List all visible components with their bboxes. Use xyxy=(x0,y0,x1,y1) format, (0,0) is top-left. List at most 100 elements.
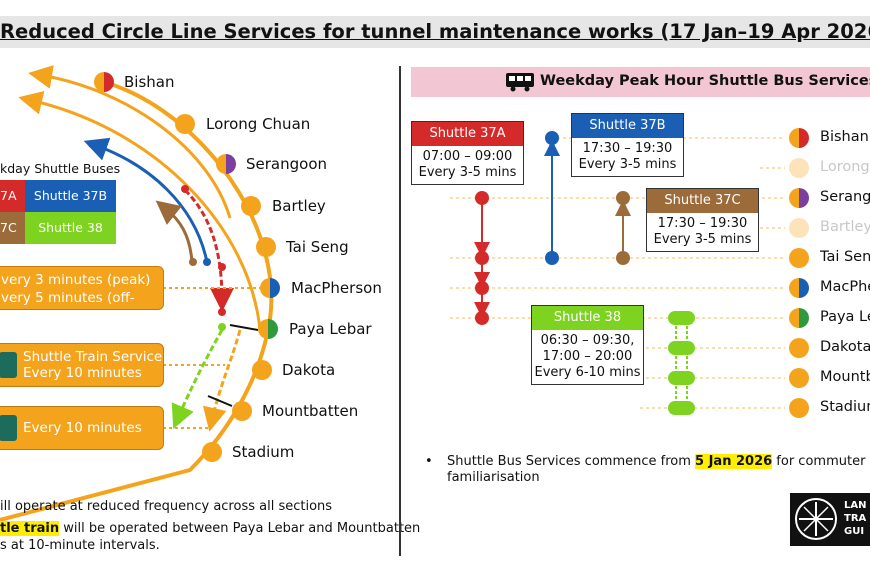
s37b-name: Shuttle 37B xyxy=(572,114,683,138)
note-familiarisation: familiarisation xyxy=(447,470,540,485)
r-stadium-marker xyxy=(789,398,809,418)
shuttle-train-path xyxy=(202,329,242,432)
s37a-stop-taiseng xyxy=(475,251,489,265)
r-taiseng-marker xyxy=(789,248,809,268)
s37b-freq: Every 3-5 mins xyxy=(578,157,677,172)
shuttle-37b-card: Shuttle 37B 17:30 – 19:30 Every 3-5 mins xyxy=(571,113,684,177)
s37b-stop-taiseng xyxy=(545,251,559,265)
r-label-payalebar: Paya Le xyxy=(820,309,870,325)
left-network-diagram xyxy=(0,65,280,522)
legend-37b: Shuttle 37B xyxy=(25,180,116,212)
s38-time2: 17:00 – 20:00 xyxy=(542,349,633,364)
mountbatten-station-marker xyxy=(232,401,252,421)
serangoon-station-marker xyxy=(216,154,236,174)
r-bartley-marker xyxy=(789,218,809,238)
s37c-stop-taiseng xyxy=(616,251,630,265)
r-mountbatten-marker xyxy=(789,368,809,388)
note-highlight: tle train xyxy=(0,521,60,536)
note-reduced-frequency: ill operate at reduced frequency across … xyxy=(0,499,333,514)
note-bullet: • xyxy=(425,454,433,469)
freq-peak: very 3 minutes (peak) xyxy=(1,272,151,288)
r-label-stadium: Stadium xyxy=(820,399,870,415)
s37a-stop-bishan xyxy=(475,191,489,205)
logo-emblem-icon xyxy=(795,498,837,540)
s37c-freq: Every 3-5 mins xyxy=(653,232,752,247)
r-bishan-marker xyxy=(789,128,809,148)
station-label-lorong-chuan: Lorong Chuan xyxy=(206,115,311,133)
s37a-freq: Every 3-5 mins xyxy=(418,165,517,180)
station-label-dakota: Dakota xyxy=(282,361,336,379)
station-label-bishan: Bishan xyxy=(124,73,175,91)
page-title: Reduced Circle Line Services for tunnel … xyxy=(0,20,870,43)
note-intervals: s at 10-minute intervals. xyxy=(0,538,160,553)
station-label-bartley: Bartley xyxy=(272,197,326,215)
r-label-mountbatten: Mountb xyxy=(820,369,870,385)
bishan-station-marker xyxy=(94,72,114,92)
r-label-serangoon: Serang xyxy=(820,189,870,205)
r-label-dakota: Dakota xyxy=(820,339,870,355)
r-label-macpherson: MacPhe xyxy=(820,279,870,295)
land-transport-guru-logo: LAN TRA GUI xyxy=(790,493,870,546)
freq-offpeak: very 5 minutes (off-peak) xyxy=(1,290,135,324)
outer-arc-top xyxy=(28,65,232,219)
paya-lebar-station-marker xyxy=(258,319,278,339)
train-service-freq: Every 10 minutes xyxy=(23,365,142,381)
s37c-stop-serangoon xyxy=(616,191,630,205)
shuttle-38-card: Shuttle 38 06:30 – 09:30, 17:00 – 20:00 … xyxy=(531,305,644,385)
r-serangoon-marker xyxy=(789,188,809,208)
r-payalebar-marker xyxy=(789,308,809,328)
train-service-label: Shuttle Train Service xyxy=(23,349,163,365)
title-bar xyxy=(0,16,870,48)
bartley-station-marker xyxy=(241,196,261,216)
frequency-box: very 3 minutes (peak) very 5 minutes (of… xyxy=(0,266,164,324)
r-label-lorong: Lorong xyxy=(820,159,870,175)
s38-freq: Every 6-10 mins xyxy=(534,365,641,380)
r-label-bartley: Bartley xyxy=(820,219,870,235)
legend-37a: 7A xyxy=(0,180,25,212)
s37c-name: Shuttle 37C xyxy=(647,189,758,213)
s37a-stop-payalebar xyxy=(475,311,489,325)
shuttle-37a-card: Shuttle 37A 07:00 – 09:00 Every 3-5 mins xyxy=(411,121,524,185)
every-10-box: Every 10 minutes xyxy=(0,406,164,450)
every-10-label: Every 10 minutes xyxy=(23,420,142,436)
outer-arc-mid xyxy=(18,91,262,331)
shuttle-train-box: Shuttle Train Service Every 10 minutes xyxy=(0,343,164,387)
logo-text: LAN TRA GUI xyxy=(844,500,867,537)
s38-time1: 06:30 – 09:30, xyxy=(540,333,635,348)
shuttle-37a-path xyxy=(183,188,234,312)
bus-icon xyxy=(505,72,535,92)
macpherson-station-marker xyxy=(260,278,280,298)
shuttle-37c-card: Shuttle 37C 17:30 – 19:30 Every 3-5 mins xyxy=(646,188,759,252)
station-label-stadium: Stadium xyxy=(232,443,295,461)
legend-title: kday Shuttle Buses xyxy=(0,161,121,176)
s37c-time: 17:30 – 19:30 xyxy=(657,216,748,231)
section-divider xyxy=(399,66,401,556)
station-label-macpherson: MacPherson xyxy=(291,279,382,297)
s37b-stop-bishan xyxy=(545,131,559,145)
right-header-title: Weekday Peak Hour Shuttle Bus Services xyxy=(540,73,870,89)
train-icon xyxy=(0,352,17,378)
r-label-taiseng: Tai Sen xyxy=(820,249,870,265)
s37a-name: Shuttle 37A xyxy=(412,122,523,146)
note-commence: Shuttle Bus Services commence from 5 Jan… xyxy=(447,454,866,469)
s38-stops xyxy=(668,311,695,415)
shuttle-37c-path xyxy=(155,200,194,263)
legend-37c: 7C xyxy=(0,212,25,244)
shuttle-38-path xyxy=(171,329,224,430)
dakota-station-marker xyxy=(252,360,272,380)
s37b-time: 17:30 – 19:30 xyxy=(582,141,673,156)
r-macpherson-marker xyxy=(789,278,809,298)
s38-name: Shuttle 38 xyxy=(532,306,643,330)
note-date-highlight: 5 Jan 2026 xyxy=(695,454,773,469)
lorong-chuan-station-marker xyxy=(175,114,195,134)
s37a-time: 07:00 – 09:00 xyxy=(422,149,513,164)
r-lorong-marker xyxy=(789,158,809,178)
right-header-bar xyxy=(411,67,870,97)
note-shuttle-train: tle train will be operated between Paya … xyxy=(0,521,421,536)
station-label-tai-seng: Tai Seng xyxy=(286,238,349,256)
station-label-mountbatten: Mountbatten xyxy=(262,402,359,420)
station-label-serangoon: Serangoon xyxy=(246,155,327,173)
shuttle-37b-path xyxy=(83,137,209,263)
r-dakota-marker xyxy=(789,338,809,358)
s37a-stop-macpherson xyxy=(475,281,489,295)
